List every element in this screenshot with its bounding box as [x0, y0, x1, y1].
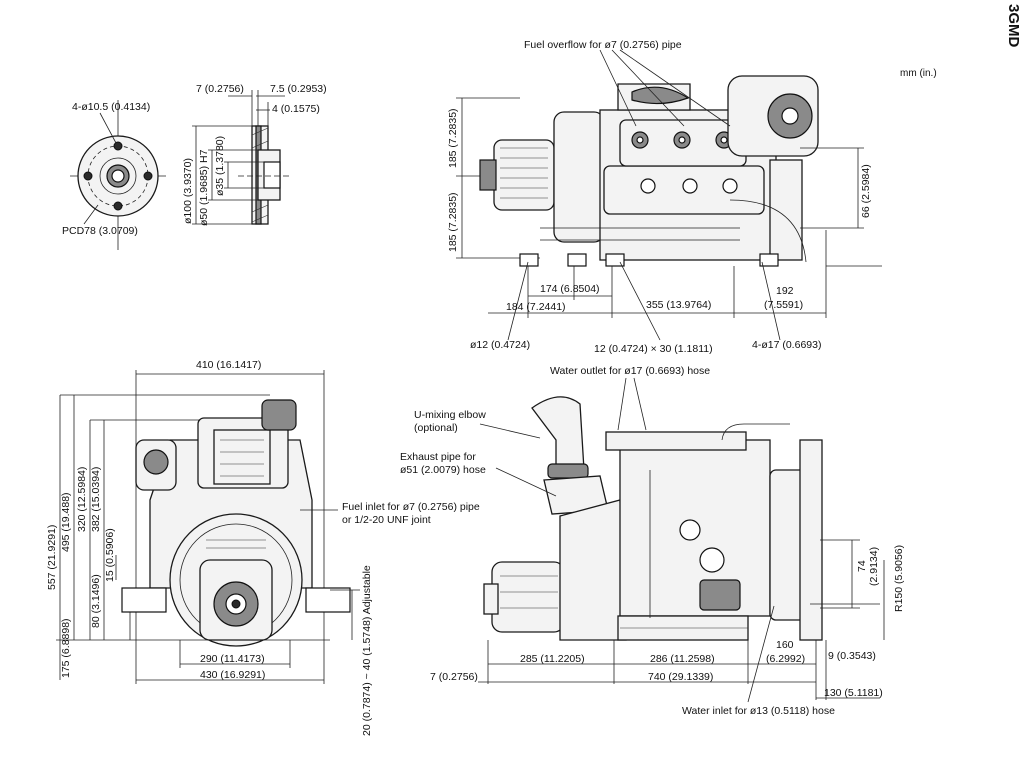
front-height-175-label: 175 (6.8898)	[60, 618, 72, 678]
plan-offset-66-label: 66 (2.5984)	[860, 164, 872, 218]
front-width-410-label: 410 (16.1417)	[196, 359, 262, 371]
flange-width-7-label: 7 (0.2756)	[196, 83, 244, 95]
side-dim-160-label: 160	[776, 639, 794, 651]
fuel-overflow-label: Fuel overflow for ø7 (0.2756) pipe	[524, 39, 682, 51]
side-dim-7-label: 7 (0.2756)	[430, 671, 478, 683]
side-dim-9-label: 9 (0.3543)	[828, 650, 876, 662]
flange-section-view	[192, 90, 292, 225]
side-dim-160-inch-label: (6.2992)	[766, 653, 806, 665]
u-mixing-elbow-optional-label: (optional)	[414, 422, 458, 434]
fuel-inlet-label-line1: Fuel inlet for ø7 (0.2756) pipe	[342, 501, 480, 513]
flange-front-view	[70, 100, 166, 250]
flange-width-7-5-label: 7.5 (0.2953)	[270, 83, 327, 95]
plan-height-upper-label: 185 (7.2835)	[447, 108, 459, 168]
front-height-80-label: 80 (3.1496)	[90, 574, 102, 628]
adjustable-height-label: 20 (0.7874) ~ 40 (1.5748) Adjustable	[361, 565, 373, 736]
side-dim-285-label: 285 (11.2205)	[520, 653, 585, 665]
plan-mount-holes-label: 4-ø17 (0.6693)	[752, 339, 822, 351]
front-height-382-label: 382 (15.0394)	[90, 466, 102, 532]
flange-outer-dia-label: ø100 (3.9370)	[182, 158, 194, 224]
side-height-74-label: 74	[856, 560, 868, 572]
water-outlet-label: Water outlet for ø17 (0.6693) hose	[550, 365, 711, 377]
plan-view	[456, 49, 882, 341]
plan-dim-192-label: 192	[776, 285, 794, 297]
fuel-inlet-label-line2: or 1/2-20 UNF joint	[342, 514, 431, 526]
plan-dim-174-label: 174 (6.8504)	[540, 283, 600, 295]
side-height-74-inch-label: (2.9134)	[868, 546, 880, 586]
model-title: 3GMD	[1005, 4, 1022, 48]
units-label: mm (in.)	[900, 68, 937, 79]
front-height-557-label: 557 (21.9291)	[46, 524, 58, 590]
flange-bore-label: ø50 (1.9685) H7	[198, 149, 210, 226]
flange-bolt-holes-label: 4-ø10.5 (0.4134)	[72, 101, 151, 113]
water-inlet-label: Water inlet for ø13 (0.5118) hose	[682, 705, 835, 717]
side-dim-130-label: 130 (5.1181)	[824, 687, 883, 699]
side-dim-286-label: 286 (11.2598)	[650, 653, 715, 665]
flange-inner-dia-label: ø35 (1.3780)	[214, 135, 226, 196]
flange-pcd-label: PCD78 (3.0709)	[62, 225, 138, 237]
plan-dim-355-label: 355 (13.9764)	[646, 299, 712, 311]
plan-dim-184-label: 184 (7.2441)	[506, 301, 566, 313]
front-width-290-label: 290 (11.4173)	[200, 653, 265, 665]
side-dim-740-label: 740 (29.1339)	[648, 671, 714, 683]
front-view	[56, 370, 360, 684]
plan-height-lower-label: 185 (7.2835)	[447, 192, 459, 252]
plan-hole-12-label: ø12 (0.4724)	[470, 339, 531, 351]
side-radius-150-label: R150 (5.9056)	[893, 544, 905, 612]
front-height-320-label: 320 (12.5984)	[76, 466, 88, 532]
u-mixing-elbow-label: U-mixing elbow	[414, 409, 486, 421]
front-height-495-label: 495 (19.488)	[60, 492, 72, 552]
plan-dim-192-inch-label: (7.5591)	[764, 299, 804, 311]
front-width-430-label: 430 (16.9291)	[200, 669, 266, 681]
side-view	[478, 377, 885, 703]
front-height-15-label: 15 (0.5906)	[104, 528, 116, 582]
exhaust-pipe-label-line2: ø51 (2.0079) hose	[400, 464, 486, 476]
flange-width-4-label: 4 (0.1575)	[272, 103, 320, 115]
plan-slot-label: 12 (0.4724) × 30 (1.1811)	[594, 343, 713, 355]
exhaust-pipe-label-line1: Exhaust pipe for	[400, 451, 476, 463]
